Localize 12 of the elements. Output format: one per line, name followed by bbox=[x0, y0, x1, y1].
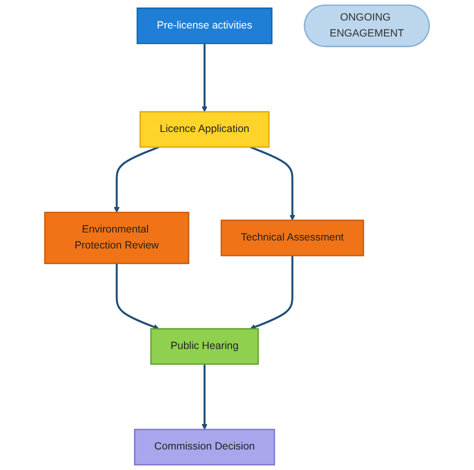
node-box: Public Hearing bbox=[150, 328, 259, 365]
arrow bbox=[250, 146, 296, 221]
arrow bbox=[116, 263, 160, 330]
node-box: Technical Assessment bbox=[220, 220, 364, 256]
arrow bbox=[202, 43, 208, 112]
node-box: Pre-license activities bbox=[136, 8, 272, 44]
arrow bbox=[250, 256, 294, 330]
node-box: Commission Decision bbox=[134, 428, 276, 466]
arrow bbox=[202, 364, 208, 430]
arrow bbox=[114, 146, 160, 213]
node-box: Licence Application bbox=[140, 111, 270, 148]
node-box: Environmental Protection Review bbox=[44, 212, 190, 264]
